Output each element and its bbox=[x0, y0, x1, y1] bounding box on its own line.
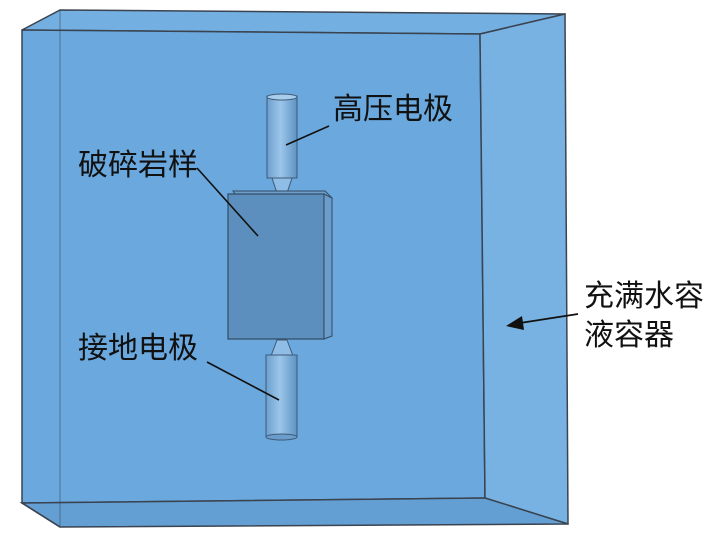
container-right-face bbox=[479, 13, 569, 526]
container-back-bottom-edge bbox=[21, 502, 61, 528]
rock-sample-front-face bbox=[227, 193, 325, 340]
high-voltage-electrode-rod bbox=[266, 95, 298, 179]
high-voltage-electrode-label: 高压电极 bbox=[333, 92, 453, 127]
high-voltage-electrode-leader bbox=[285, 125, 330, 146]
rock-sample-side-face bbox=[323, 193, 333, 340]
broken-rock-sample bbox=[227, 190, 334, 340]
high-voltage-electrode bbox=[266, 93, 298, 194]
ground-electrode-label: 接地电极 bbox=[78, 331, 198, 366]
container-arrow-head bbox=[506, 316, 524, 330]
water-container-label-line2: 液容器 bbox=[584, 318, 674, 353]
broken-rock-sample-leader bbox=[196, 167, 259, 237]
ground-electrode-leader bbox=[206, 361, 280, 401]
broken-rock-sample-label: 破碎岩样 bbox=[78, 148, 198, 183]
water-container-label-line1: 充满水容 bbox=[584, 279, 704, 314]
ground-electrode bbox=[265, 339, 298, 441]
container-arrow-line bbox=[519, 313, 579, 324]
container-bottom-face bbox=[19, 497, 569, 528]
